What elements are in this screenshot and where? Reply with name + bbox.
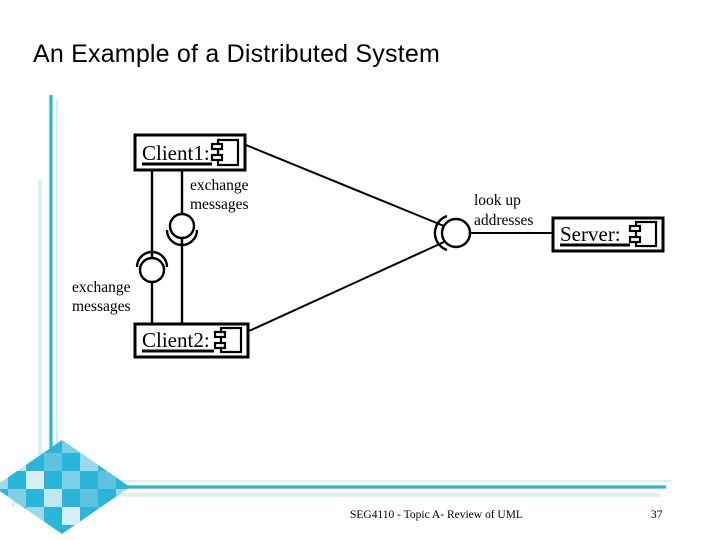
label-look-up-addresses-line2: addresses [474, 212, 533, 229]
uml-component-icon [210, 138, 240, 167]
page-title: An Example of a Distributed System [33, 40, 440, 68]
slide-footer: SEG4110 - Topic A- Review of UML [350, 509, 523, 521]
node-server[interactable]: Server: [551, 216, 665, 253]
label-exchange-messages-top-line2: messages [190, 196, 249, 213]
label-look-up-addresses: look up addresses [474, 192, 533, 229]
label-exchange-messages-bottom-line1: exchange [72, 279, 131, 296]
uml-component-icon [213, 326, 243, 354]
ball-client1-exchange [165, 212, 199, 247]
link-client2-to-hub [248, 241, 445, 332]
node-server-label: Server: [560, 222, 621, 246]
node-client1[interactable]: Client1: [133, 133, 247, 172]
label-look-up-addresses-line1: look up [474, 192, 521, 209]
link-client1-to-hub [245, 144, 445, 227]
ball-server-lookup [433, 214, 472, 252]
label-exchange-messages-top: exchange messages [190, 177, 249, 213]
label-exchange-messages-top-line1: exchange [190, 177, 249, 194]
node-client1-label: Client1: [142, 141, 210, 165]
label-exchange-messages-bottom-line2: messages [72, 298, 131, 315]
uml-component-icon [628, 220, 658, 248]
ball-client2-exchange [135, 250, 169, 284]
node-client2-label: Client2: [142, 328, 210, 352]
node-client2[interactable]: Client2: [133, 322, 250, 359]
slide-page-number: 37 [651, 509, 663, 521]
label-exchange-messages-bottom: exchange messages [72, 279, 131, 315]
